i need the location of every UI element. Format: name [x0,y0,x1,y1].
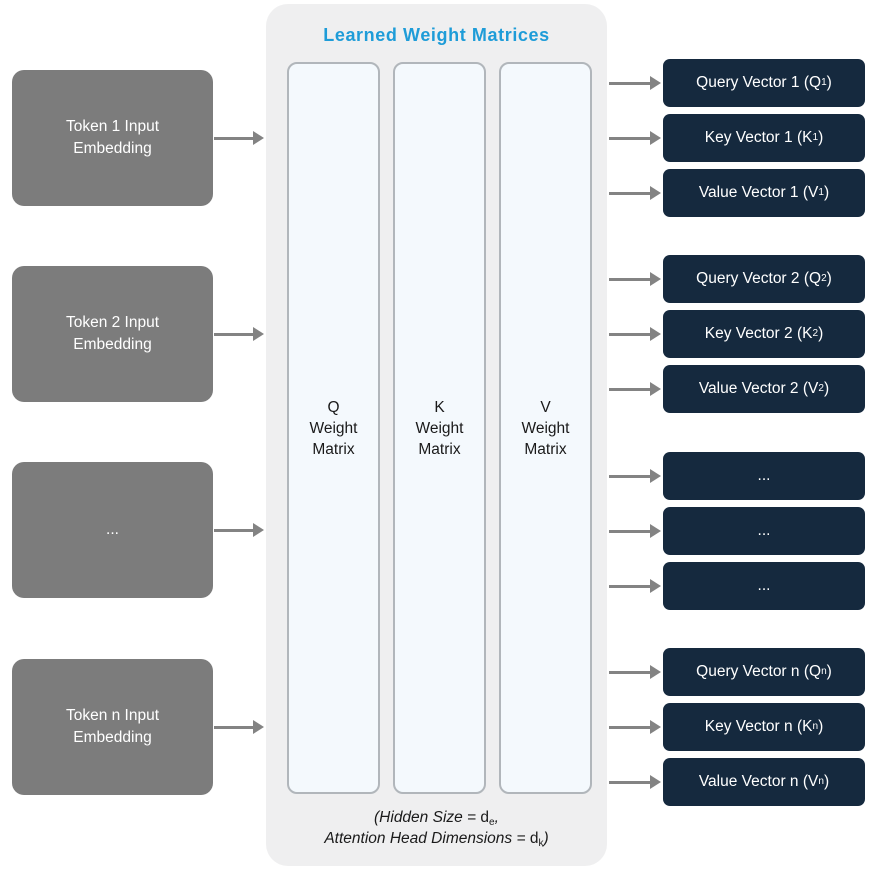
ellipsis-vector-box: ... [663,452,865,500]
arrow-right-icon [609,75,661,91]
vector-label: ) [818,129,824,146]
caption-text: ) [543,830,549,847]
left-box-label-line: Token n Input [65,707,160,724]
vector-label: ) [826,270,832,287]
arrow-right-icon [609,381,661,397]
q-weight-matrix: Q Weight Matrix [287,62,380,794]
caption-text: (Hidden Size = [374,809,481,826]
left-box-label-line: ... [106,521,119,538]
k-weight-matrix: K Weight Matrix [393,62,486,794]
vector-label: Query Vector 1 (Q [696,74,822,91]
arrow-right-icon [214,326,264,342]
caption-subscript: k [538,837,544,849]
matrix-label-line: Q [327,398,340,416]
token-n-embedding-box: Token n Input Embedding [12,659,213,795]
matrix-label-line: V [540,398,551,416]
ellipsis-vector-box: ... [663,507,865,555]
arrow-right-icon [609,523,661,539]
vector-label: Value Vector n (V [698,773,819,790]
vector-label: Value Vector 1 (V [698,184,819,201]
arrow-right-icon [609,185,661,201]
caption-text: , [494,809,499,826]
vector-label: ) [823,380,830,397]
vector-label: ) [826,74,832,91]
token-ellipsis-embedding-box: ... [12,462,213,598]
vector-label: Value Vector 2 (V [698,380,819,397]
arrow-right-icon [214,130,264,146]
vector-label: ) [823,184,830,201]
vector-label: Query Vector n (Q [696,663,822,680]
arrow-right-icon [214,719,264,735]
matrix-label-line: Matrix [312,440,355,458]
matrix-label-line: Weight [521,419,570,437]
dimensions-caption: (Hidden Size = de, Attention Head Dimens… [266,807,607,849]
arrow-right-icon [609,130,661,146]
caption-var: d [480,809,490,826]
caption-var: d [529,830,539,847]
arrow-right-icon [609,271,661,287]
left-box-label-line: Token 2 Input [65,314,160,331]
matrix-label-line: Weight [309,419,358,437]
arrow-right-icon [214,522,264,538]
left-box-label-line: Embedding [73,729,152,746]
panel-title: Learned Weight Matrices [323,25,550,45]
token-2-embedding-box: Token 2 Input Embedding [12,266,213,402]
matrix-label-line: Matrix [418,440,461,458]
vector-label: Key Vector n (K [704,718,813,735]
matrix-label-line: Matrix [524,440,567,458]
caption-line-1: (Hidden Size = de, [266,807,607,828]
arrow-right-icon [609,719,661,735]
left-box-label-line: Embedding [73,336,152,353]
vector-label: Key Vector 1 (K [704,129,813,146]
vector-label: Key Vector 2 (K [704,325,813,342]
left-box-label-line: Embedding [73,140,152,157]
left-box-label-line: Token 1 Input [65,118,160,135]
caption-line-2: Attention Head Dimensions = dk) [266,828,607,849]
arrow-right-icon [609,774,661,790]
vector-label: ... [757,522,771,539]
arrow-right-icon [609,468,661,484]
caption-text: Attention Head Dimensions = [324,830,530,847]
matrix-label-line: K [434,398,445,416]
vector-label: ) [826,663,832,680]
vector-label: ) [823,773,830,790]
vector-label: ... [757,467,771,484]
arrow-right-icon [609,326,661,342]
vector-label: ) [818,718,824,735]
ellipsis-vector-box: ... [663,562,865,610]
arrow-right-icon [609,578,661,594]
token-1-embedding-box: Token 1 Input Embedding [12,70,213,206]
vector-label: ) [818,325,824,342]
v-weight-matrix: V Weight Matrix [499,62,592,794]
vector-label: ... [757,577,771,594]
caption-subscript: e [489,816,495,828]
arrow-right-icon [609,664,661,680]
matrix-label-line: Weight [415,419,464,437]
vector-label: Query Vector 2 (Q [696,270,822,287]
